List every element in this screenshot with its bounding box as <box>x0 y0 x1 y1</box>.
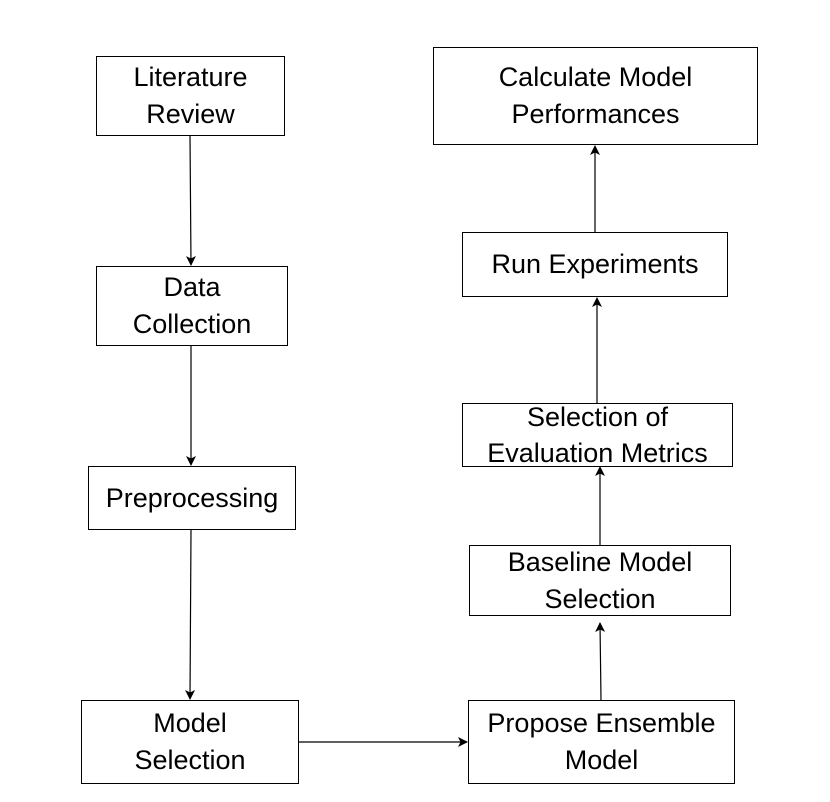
node-model-selection: Model Selection <box>81 700 299 784</box>
node-label: Data Collection <box>132 272 252 339</box>
edge-preprocessing-to-model <box>185 529 196 700</box>
node-label: Propose Ensemble Model <box>487 708 716 775</box>
node-propose-ensemble-model: Propose Ensemble Model <box>468 700 735 784</box>
node-calculate-model-performances: Calculate Model Performances <box>433 47 758 145</box>
node-baseline-model-selection: Baseline Model Selection <box>469 545 731 616</box>
node-preprocessing: Preprocessing <box>88 466 296 530</box>
node-label: Baseline Model Selection <box>507 546 693 614</box>
edge-ensemble-to-baseline <box>595 622 606 701</box>
node-label: Calculate Model Performances <box>498 62 693 129</box>
node-label: Preprocessing <box>105 482 279 513</box>
node-run-experiments: Run Experiments <box>462 232 728 297</box>
node-label: Selection of Evaluation Metrics <box>487 402 708 468</box>
node-data-collection: Data Collection <box>96 266 288 346</box>
node-label: Literature Review <box>133 62 248 129</box>
node-literature-review: Literature Review <box>96 56 285 136</box>
node-evaluation-metrics: Selection of Evaluation Metrics <box>462 402 733 468</box>
node-label: Run Experiments <box>491 249 699 279</box>
node-label: Model Selection <box>134 708 246 775</box>
edge-literature-to-data <box>185 135 196 266</box>
